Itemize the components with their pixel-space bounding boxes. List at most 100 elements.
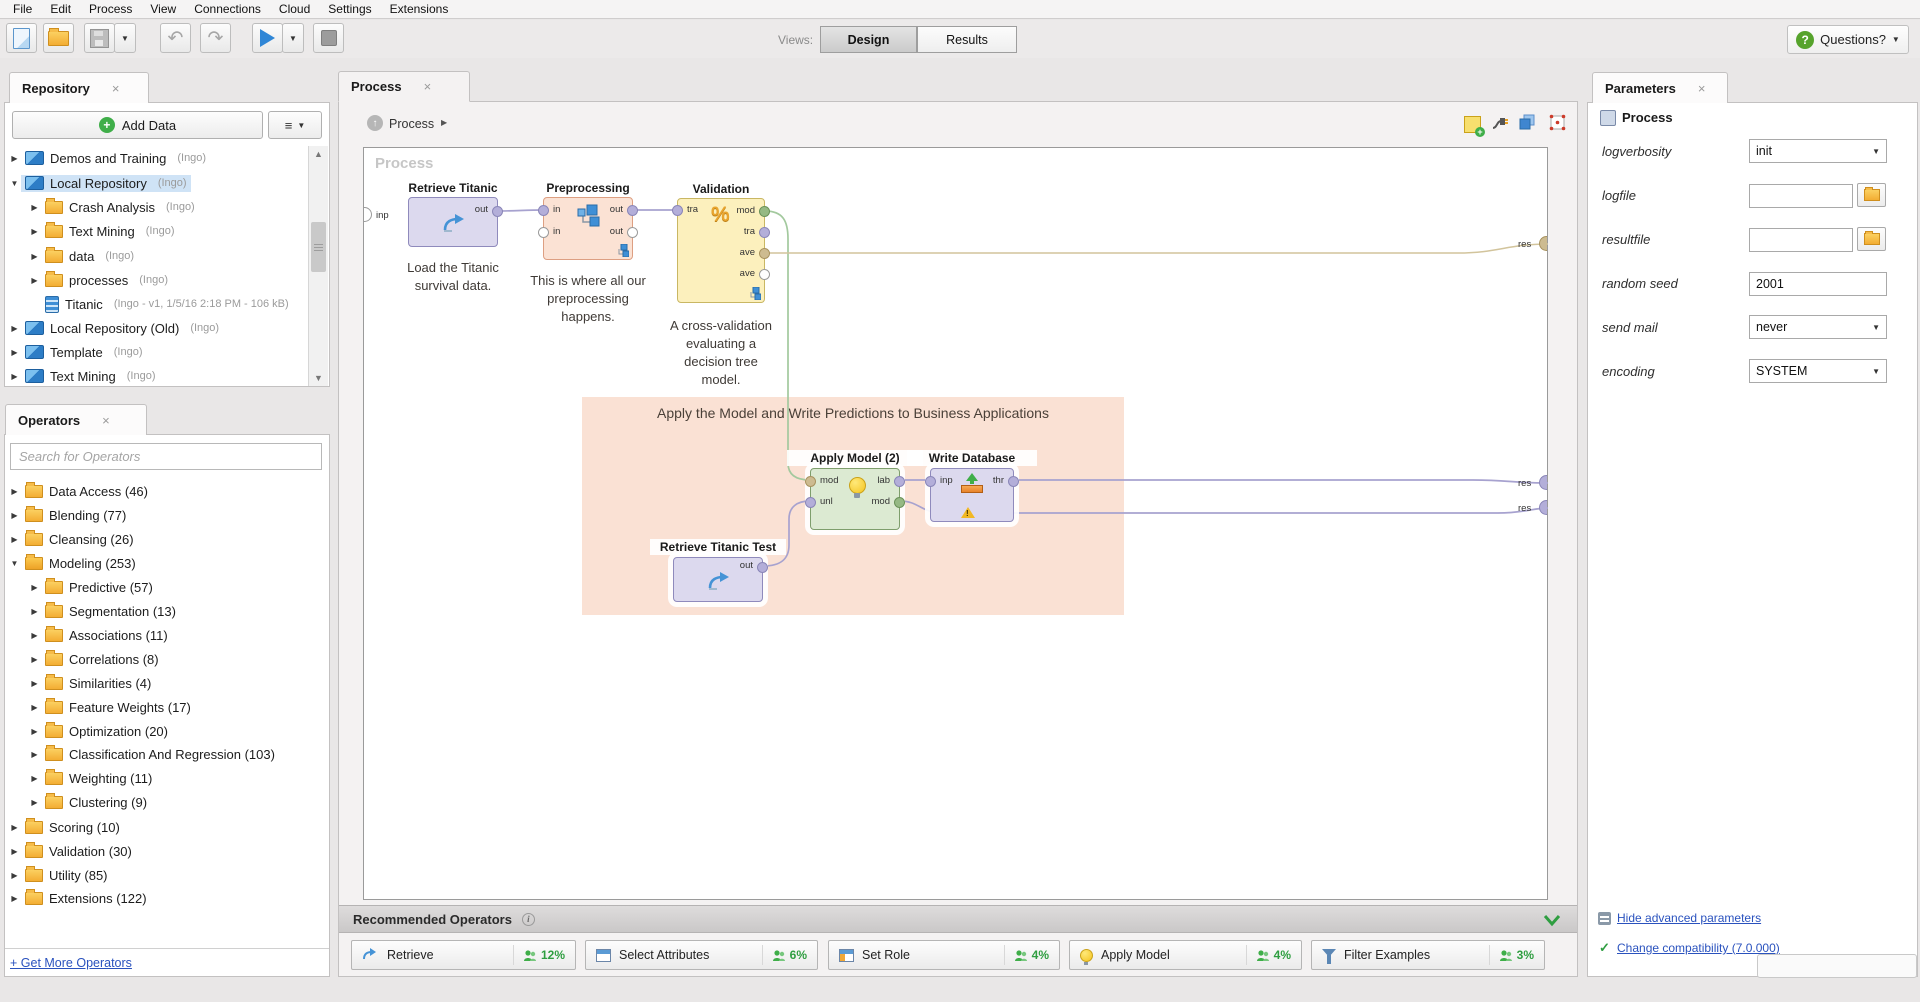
recommended-retrieve-button[interactable]: Retrieve 12%	[351, 940, 576, 970]
hide-advanced-parameters-link[interactable]: Hide advanced parameters	[1617, 911, 1762, 925]
recommended-filter-examples-button[interactable]: Filter Examples 3%	[1311, 940, 1545, 970]
expand-arrow-icon[interactable]: ▶	[11, 510, 18, 520]
get-more-operators-link[interactable]: + Get More Operators	[10, 956, 132, 970]
menu-extensions[interactable]: Extensions	[389, 2, 449, 16]
expand-arrow-icon[interactable]: ▶	[31, 726, 38, 736]
unl-port[interactable]	[805, 497, 816, 508]
repository-menu-button[interactable]: ≡ ▼	[268, 111, 322, 139]
thr-port[interactable]	[1008, 476, 1019, 487]
op-group-utility[interactable]: ▶Utility (85)	[8, 865, 112, 885]
tab-parameters[interactable]: Parameters ×	[1592, 72, 1728, 103]
expand-arrow-icon[interactable]: ▶	[11, 822, 18, 832]
tab-design-view[interactable]: Design	[820, 26, 917, 53]
expand-arrow-icon[interactable]: ▶	[11, 371, 18, 381]
out-port[interactable]	[627, 227, 638, 238]
operator-retrieve-titanic[interactable]: Retrieve Titanic out	[408, 181, 503, 247]
menu-connections[interactable]: Connections	[194, 2, 261, 16]
save-dropdown-button[interactable]: ▼	[114, 23, 136, 53]
menu-cloud[interactable]: Cloud	[278, 2, 311, 16]
expand-arrow-icon[interactable]: ▶	[31, 630, 38, 640]
info-icon[interactable]	[521, 912, 535, 926]
stop-button[interactable]	[313, 23, 344, 53]
expand-arrow-icon[interactable]: ▶	[31, 749, 38, 759]
expand-arrow-icon[interactable]: ▶	[11, 323, 18, 333]
op-group-extensions[interactable]: ▶Extensions (122)	[8, 888, 151, 908]
expand-arrow-icon[interactable]: ▼	[10, 558, 19, 568]
close-icon[interactable]: ×	[1697, 80, 1706, 96]
op-group-correlations[interactable]: ▶Correlations (8)	[28, 649, 163, 669]
save-button[interactable]	[84, 23, 115, 53]
op-group-associations[interactable]: ▶Associations (11)	[28, 625, 172, 645]
scroll-up-icon[interactable]: ▲	[314, 149, 323, 159]
menu-process[interactable]: Process	[89, 2, 133, 16]
auto-layout-icon[interactable]	[1549, 114, 1566, 131]
expand-arrow-icon[interactable]: ▶	[31, 275, 38, 285]
breadcrumb[interactable]: Process	[389, 117, 435, 131]
param-logverbosity-select[interactable]: init ▼	[1749, 139, 1887, 163]
breadcrumb-root-icon[interactable]: ↑	[367, 115, 383, 131]
lab-port[interactable]	[894, 476, 905, 487]
operator-retrieve-titanic-test[interactable]: Retrieve Titanic Test out	[650, 539, 786, 602]
mod-port[interactable]	[894, 497, 905, 508]
menu-edit[interactable]: Edit	[50, 2, 72, 16]
add-data-button[interactable]: + Add Data	[12, 111, 263, 139]
repo-item-text-mining[interactable]: ▶ Text Mining(Ingo)	[28, 221, 179, 241]
op-group-optimization[interactable]: ▶Optimization (20)	[28, 721, 172, 741]
tra-port[interactable]	[672, 205, 683, 216]
layers-icon[interactable]	[1519, 114, 1536, 131]
tab-process[interactable]: Process ×	[338, 71, 470, 102]
close-icon[interactable]: ×	[111, 80, 120, 96]
expand-arrow-icon[interactable]: ▶	[31, 606, 38, 616]
tab-operators[interactable]: Operators ×	[5, 404, 147, 435]
repo-item-local-repository[interactable]: ▼ Local Repository(Ingo)	[8, 173, 191, 193]
change-compatibility-link[interactable]: Change compatibility (7.0.000)	[1617, 941, 1780, 955]
expand-arrow-icon[interactable]: ▶	[11, 846, 18, 856]
repo-item-demos-and-training[interactable]: ▶ Demos and Training(Ingo)	[8, 148, 210, 168]
expand-arrow-icon[interactable]: ▶	[31, 773, 38, 783]
expand-arrow-icon[interactable]: ▶	[31, 202, 38, 212]
result-port[interactable]	[1539, 475, 1547, 490]
op-group-classification-regression[interactable]: ▶Classification And Regression (103)	[28, 744, 279, 764]
search-operators-input[interactable]	[10, 443, 322, 470]
param-encoding-select[interactable]: SYSTEM ▼	[1749, 359, 1887, 383]
questions-button[interactable]: ? Questions? ▼	[1787, 25, 1909, 54]
expand-arrow-icon[interactable]: ▶	[31, 702, 38, 712]
op-group-validation[interactable]: ▶Validation (30)	[8, 841, 136, 861]
ave-port[interactable]	[759, 269, 770, 280]
menu-settings[interactable]: Settings	[328, 2, 372, 16]
op-group-scoring[interactable]: ▶Scoring (10)	[8, 817, 124, 837]
recommended-select-attributes-button[interactable]: Select Attributes 6%	[585, 940, 818, 970]
recommended-apply-model-button[interactable]: Apply Model 4%	[1069, 940, 1302, 970]
param-logfile-browse-button[interactable]	[1857, 183, 1886, 207]
operator-preprocessing[interactable]: Preprocessing in in out out	[538, 181, 638, 260]
out-port[interactable]	[757, 562, 768, 573]
op-group-clustering[interactable]: ▶Clustering (9)	[28, 792, 151, 812]
repo-item-local-repository-old[interactable]: ▶ Local Repository (Old)(Ingo)	[8, 318, 223, 338]
operator-apply-model-2[interactable]: Apply Model (2) mod unl lab mod	[787, 450, 923, 530]
op-group-modeling[interactable]: ▼Modeling (253)	[8, 553, 140, 573]
tab-repository[interactable]: Repository ×	[9, 72, 149, 103]
expand-arrow-icon[interactable]: ▶	[11, 347, 18, 357]
undo-button[interactable]: ↶	[160, 23, 191, 53]
out-port[interactable]	[492, 206, 503, 217]
repo-item-crash-analysis[interactable]: ▶ Crash Analysis(Ingo)	[28, 197, 199, 217]
in-port[interactable]	[538, 227, 549, 238]
in-port[interactable]	[538, 205, 549, 216]
repository-scrollbar[interactable]: ▲ ▼	[308, 146, 328, 386]
run-dropdown-button[interactable]: ▼	[282, 23, 304, 53]
param-logfile-input[interactable]	[1749, 184, 1853, 208]
run-button[interactable]	[252, 23, 283, 53]
open-button[interactable]	[43, 23, 74, 53]
expand-arrow-icon[interactable]: ▶	[31, 654, 38, 664]
expand-arrow-icon[interactable]: ▶	[11, 486, 18, 496]
repo-item-processes[interactable]: ▶ processes(Ingo)	[28, 270, 172, 290]
close-icon[interactable]: ×	[102, 412, 110, 428]
expand-arrow-icon[interactable]: ▶	[11, 153, 18, 163]
op-group-similarities[interactable]: ▶Similarities (4)	[28, 673, 155, 693]
close-icon[interactable]: ×	[423, 79, 432, 94]
expand-arrow-icon[interactable]: ▶	[31, 226, 38, 236]
expand-arrow-icon[interactable]: ▶	[31, 582, 38, 592]
op-group-predictive[interactable]: ▶Predictive (57)	[28, 577, 157, 597]
param-resultfile-input[interactable]	[1749, 228, 1853, 252]
expand-arrow-icon[interactable]: ▶	[31, 797, 38, 807]
